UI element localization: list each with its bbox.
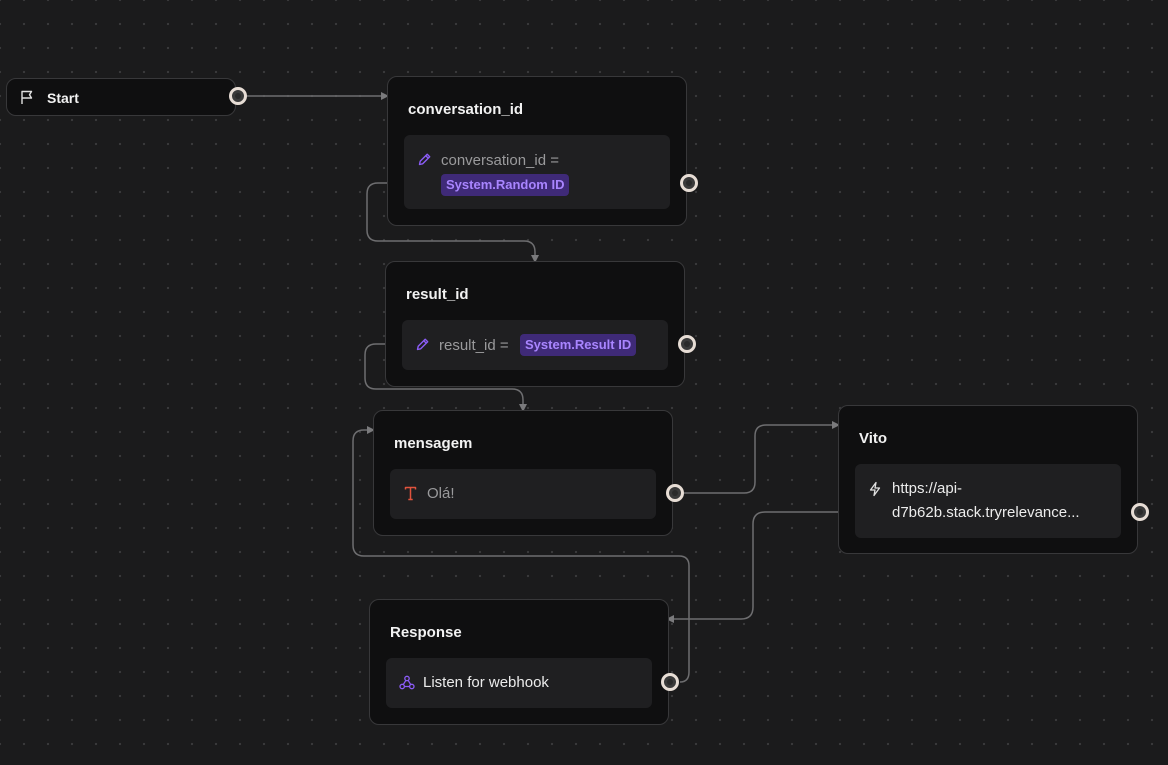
conversation-id-node-body: conversation_id = System.Random ID <box>404 135 670 209</box>
vito-url-line-2: d7b62b.stack.tryrelevance... <box>892 504 1080 521</box>
webhook-icon <box>399 675 415 694</box>
result-id-node-title: result_id <box>406 286 469 303</box>
start-node-title: Start <box>47 90 79 106</box>
result-id-output-handle[interactable] <box>678 335 696 353</box>
mensagem-node[interactable]: mensagem Olá! <box>373 410 673 536</box>
edge-mensagem-to-vito[interactable] <box>684 421 840 494</box>
flag-icon <box>20 90 34 110</box>
start-node[interactable]: Start <box>6 78 236 116</box>
response-node-title: Response <box>390 624 462 641</box>
mensagem-node-title: mensagem <box>394 435 473 452</box>
start-output-handle[interactable] <box>229 87 247 105</box>
vito-output-handle[interactable] <box>1131 503 1149 521</box>
conversation-id-output-handle[interactable] <box>680 174 698 192</box>
vito-node-title: Vito <box>859 430 888 447</box>
result-id-node-body: result_id = System.Result ID <box>402 320 668 370</box>
response-node-body: Listen for webhook <box>386 658 652 708</box>
result-id-node[interactable]: result_id result_id = System.Result ID <box>385 261 685 387</box>
text-icon <box>404 486 417 505</box>
conversation-id-node[interactable]: conversation_id conversation_id = System… <box>387 76 687 226</box>
conversation-id-node-title: conversation_id <box>408 101 524 118</box>
pencil-icon <box>415 337 430 356</box>
response-node[interactable]: Response Listen for webhook <box>369 599 669 725</box>
vito-url-line-1: https://api- <box>892 480 963 497</box>
response-output-handle[interactable] <box>661 673 679 691</box>
lightning-icon <box>868 481 882 501</box>
mensagem-node-body: Olá! <box>390 469 656 519</box>
conversation-id-value-pill: System.Random ID <box>441 174 570 196</box>
vito-node[interactable]: Vito https://api- d7b62b.stack.tryreleva… <box>838 405 1138 554</box>
result-id-expression: result_id = <box>439 337 509 354</box>
response-action-text: Listen for webhook <box>423 674 549 691</box>
edge-vito-to-response[interactable] <box>666 511 838 623</box>
mensagem-output-handle[interactable] <box>666 484 684 502</box>
mensagem-text: Olá! <box>427 485 455 502</box>
pencil-icon <box>417 152 432 171</box>
conversation-id-expression: conversation_id = <box>441 152 559 169</box>
result-id-value-pill: System.Result ID <box>520 334 637 356</box>
vito-node-body: https://api- d7b62b.stack.tryrelevance..… <box>855 464 1121 538</box>
